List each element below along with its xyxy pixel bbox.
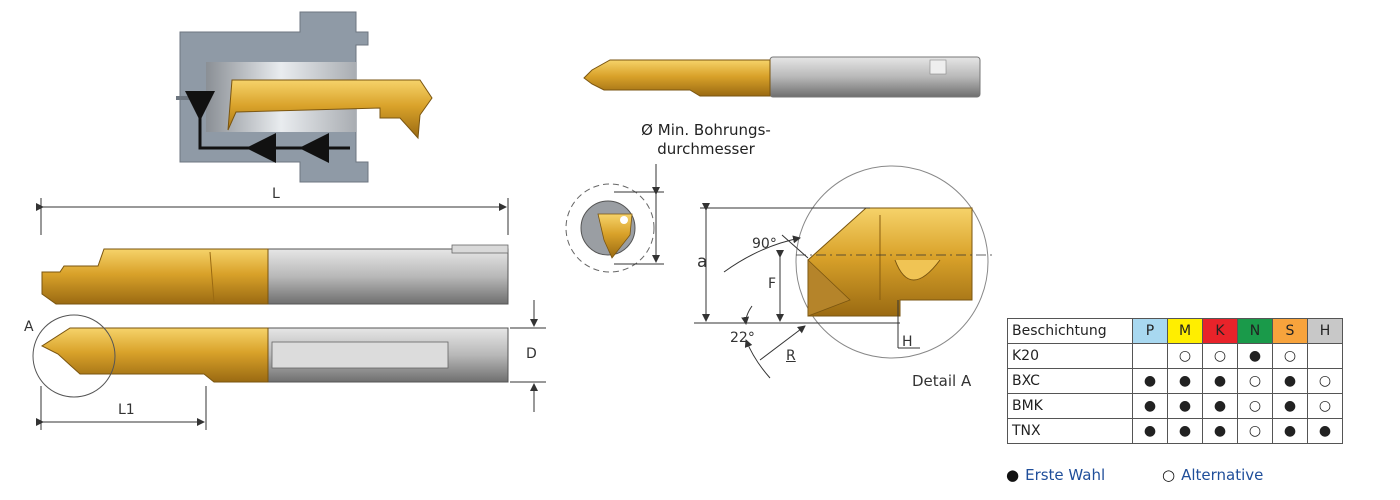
dimension-L1 [36,386,207,430]
coating-name: BXC [1007,368,1133,394]
coating-header-label: Beschichtung [1007,318,1133,344]
legend-alternative-label: Alternative [1181,466,1264,484]
suitability-mark: ● [1132,368,1168,394]
bore-diameter-view [565,164,664,273]
min-bore-caption-line1: Ø Min. Bohrungs- [641,121,771,139]
suitability-mark: ● [1272,418,1308,444]
suitability-mark: ● [1307,418,1343,444]
label-a: a [697,252,708,272]
suitability-mark: ● [1132,418,1168,444]
min-bore-caption: Ø Min. Bohrungs- durchmesser [626,121,786,159]
label-L1: L1 [118,402,135,418]
group-h-header: H [1307,318,1343,344]
label-angle-22: 22° [730,330,755,346]
suitability-mark: ● [1202,418,1238,444]
label-A: A [24,319,34,335]
table-row: BXC ● ● ● ○ ● ○ [1007,368,1343,394]
legend-first-choice: ● Erste Wahl [1006,466,1105,484]
coating-name: BMK [1007,393,1133,419]
suitability-mark: ○ [1237,368,1273,394]
dimension-D [510,300,546,412]
legend-first-choice-label: Erste Wahl [1025,466,1106,484]
group-k-header: K [1202,318,1238,344]
label-detail-a: Detail A [912,372,972,390]
coating-header-row: Beschichtung P M K N S H [1007,318,1343,344]
suitability-mark: ○ [1307,368,1343,394]
label-F: F [768,276,777,292]
suitability-mark: ○ [1237,393,1273,419]
suitability-mark: ● [1272,393,1308,419]
suitability-mark: ● [1202,368,1238,394]
legend-alternative: ○ Alternative [1162,466,1263,484]
suitability-mark: ● [1132,393,1168,419]
group-m-header: M [1167,318,1203,344]
group-n-header: N [1237,318,1273,344]
coating-table: Beschichtung P M K N S H K20 ○ ○ ● ○ BXC… [1007,318,1343,444]
dimension-L [36,198,509,235]
label-L: L [272,186,280,202]
suitability-mark: ○ [1272,343,1308,369]
coating-name: K20 [1007,343,1133,369]
suitability-mark: ● [1237,343,1273,369]
label-D: D [526,346,537,362]
table-row: TNX ● ● ● ○ ● ● [1007,418,1343,444]
suitability-mark: ● [1167,393,1203,419]
suitability-mark: ○ [1167,343,1203,369]
filled-circle-icon: ● [1006,466,1020,484]
tool-side-view [41,244,509,305]
suitability-mark: ● [1272,368,1308,394]
suitability-mark: ○ [1237,418,1273,444]
workpiece-section [176,11,433,183]
suitability-mark [1132,343,1168,369]
suitability-mark: ● [1167,368,1203,394]
tool-top-view [32,314,509,398]
label-angle-90: 90° [752,236,777,252]
open-circle-icon: ○ [1162,466,1176,484]
suitability-mark: ● [1202,393,1238,419]
group-s-header: S [1272,318,1308,344]
min-bore-caption-line2: durchmesser [657,140,755,158]
tool-rendering [583,56,981,98]
suitability-mark: ○ [1202,343,1238,369]
coating-name: TNX [1007,418,1133,444]
suitability-mark: ○ [1307,393,1343,419]
table-row: BMK ● ● ● ○ ● ○ [1007,393,1343,419]
table-row: K20 ○ ○ ● ○ [1007,343,1343,369]
suitability-mark [1307,343,1343,369]
group-p-header: P [1132,318,1168,344]
label-R: R [786,348,796,364]
detail-a-view [694,165,992,379]
suitability-mark: ● [1167,418,1203,444]
label-H: H [902,334,913,350]
